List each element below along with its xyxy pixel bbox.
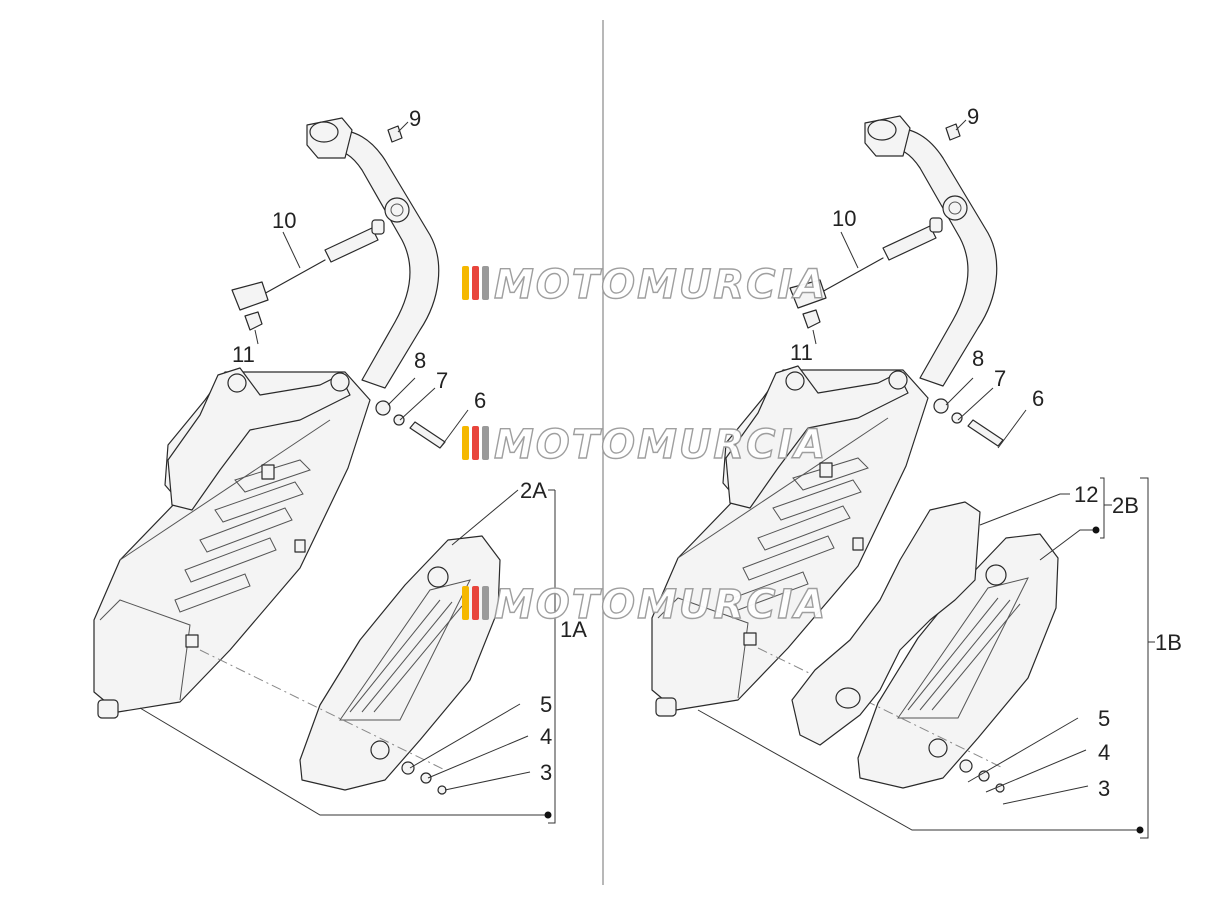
right-callout-3: 3 (1098, 776, 1110, 801)
watermark-stripe (462, 266, 469, 300)
left-callout-10: 10 (272, 208, 296, 233)
right-callout-4: 4 (1098, 740, 1110, 765)
right-exhaust-view: 9 10 11 8 7 6 12 2B 1B 5 4 3 (651, 104, 1182, 839)
left-callout-6: 6 (474, 388, 486, 413)
watermark-stripe (462, 586, 469, 620)
left-callout-7: 7 (436, 368, 448, 393)
watermark-stripe (472, 586, 479, 620)
gasket-outline (791, 501, 981, 746)
left-callout-11: 11 (232, 342, 255, 367)
watermark-text: MOTOMURCIA (494, 582, 827, 628)
watermark-top: MOTOMURCIA (462, 261, 827, 309)
watermark-text: MOTOMURCIA (494, 422, 827, 468)
left-callout-4: 4 (540, 724, 552, 749)
left-callout-2A: 2A (520, 478, 547, 503)
left-exhaust-view: 9 10 11 8 7 6 2A 1A 5 4 3 (93, 106, 587, 824)
watermark-stripe (462, 426, 469, 460)
left-callout-3: 3 (540, 760, 552, 785)
right-callout-6: 6 (1032, 386, 1044, 411)
right-leader-dot-upper (1092, 526, 1100, 534)
left-callout-9: 9 (409, 106, 421, 131)
left-leader-dot (544, 811, 552, 819)
watermark-stripe (482, 266, 489, 300)
right-callout-9: 9 (967, 104, 979, 129)
right-callout-7: 7 (994, 366, 1006, 391)
right-callout-12: 12 (1074, 482, 1098, 507)
left-exhaust-drawing (93, 117, 501, 795)
right-callout-2B: 2B (1112, 493, 1139, 518)
right-callout-5: 5 (1098, 706, 1110, 731)
watermark-stripe (472, 266, 479, 300)
watermark-bottom: MOTOMURCIA (462, 581, 827, 629)
watermark-text: MOTOMURCIA (494, 262, 827, 308)
watermark-stripe (482, 586, 489, 620)
right-callout-8: 8 (972, 346, 984, 371)
right-callout-1B: 1B (1155, 630, 1182, 655)
left-callout-5: 5 (540, 692, 552, 717)
watermark-stripe (472, 426, 479, 460)
watermark-middle: MOTOMURCIA (462, 421, 827, 469)
left-callout-1A: 1A (560, 617, 587, 642)
right-callout-11: 11 (790, 340, 813, 365)
right-leader-dot-lower (1136, 826, 1144, 834)
watermark-stripe (482, 426, 489, 460)
right-callout-10: 10 (832, 206, 856, 231)
left-callout-8: 8 (414, 348, 426, 373)
